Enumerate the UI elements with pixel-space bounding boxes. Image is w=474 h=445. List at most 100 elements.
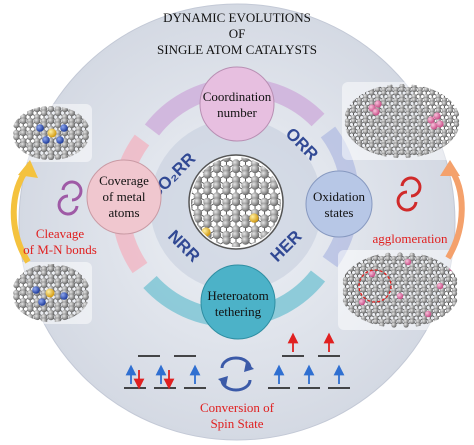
lattice-atom: [409, 266, 415, 272]
lattice-atom: [75, 117, 82, 125]
lattice-atom: [397, 255, 403, 262]
node-coordination: Coordination number: [199, 66, 275, 142]
lattice-atom: [393, 111, 399, 117]
lattice-atom: [241, 219, 250, 229]
spin-line2: Spin State: [210, 416, 263, 431]
lattice-atom: [68, 269, 75, 277]
lattice-atom: [453, 121, 460, 128]
lattice-atom: [411, 107, 417, 114]
lattice-atom: [27, 293, 34, 301]
lattice-atom: [54, 109, 62, 117]
lattice-atom: [427, 259, 433, 265]
agglomeration-text: agglomeration: [372, 231, 448, 246]
lattice-atom: [350, 118, 357, 124]
left-bottom-molecule: [10, 262, 92, 324]
coverage-line2: of metal: [103, 189, 146, 204]
node-heteroatom: Heteroatom tethering: [200, 264, 276, 340]
lattice-atom: [27, 133, 34, 141]
lattice-atom: [241, 236, 250, 245]
lattice-atom: [374, 100, 382, 108]
lattice-atom: [441, 111, 448, 117]
lattice-atom: [447, 128, 454, 135]
left-cycle-icon: [57, 180, 83, 216]
lattice-atom: [348, 276, 355, 283]
lattice-atom: [260, 186, 269, 196]
lattice-atom: [367, 290, 373, 297]
lattice-atom: [379, 280, 385, 286]
lattice-atom: [20, 277, 27, 285]
lattice-atom: [399, 118, 405, 124]
lattice-atom: [20, 301, 27, 309]
lattice-atom: [68, 109, 75, 117]
lattice-atom: [269, 197, 279, 207]
lattice-atom: [435, 128, 441, 135]
lattice-atom: [60, 292, 68, 300]
lattice-atom: [222, 219, 231, 229]
oxidation-circle: [305, 170, 373, 238]
lattice-atom: [417, 121, 423, 128]
right-orange-arrow-head: [440, 160, 460, 176]
lattice-atom: [241, 203, 250, 212]
lattice-atom: [38, 298, 46, 306]
lattice-atom: [82, 133, 89, 141]
lattice-atom: [439, 269, 446, 276]
node-coverage: Coverage of metal atoms: [86, 159, 162, 235]
lattice-atom: [82, 293, 89, 301]
lattice-atom: [415, 259, 421, 265]
lattice-atom: [56, 136, 64, 144]
title-block: DYNAMIC EVOLUTIONS OF SINGLE ATOM CATALY…: [157, 10, 317, 57]
lattice-atom: [54, 293, 62, 301]
lattice-atom: [451, 290, 458, 297]
cleavage-line1: Cleavage: [36, 226, 85, 241]
lattice-atom: [60, 124, 68, 132]
lattice-atom: [61, 277, 69, 285]
lattice-atom: [361, 308, 367, 314]
lattice-atom: [222, 186, 231, 196]
lattice-atom: [260, 219, 269, 229]
lattice-atom: [250, 197, 260, 207]
lattice-atom: [415, 311, 421, 318]
heteroatom-circle: [200, 264, 276, 340]
lattice-atom: [33, 265, 41, 273]
lattice-atom: [441, 132, 448, 138]
lattice-atom: [391, 269, 397, 276]
lattice-atom: [361, 266, 367, 272]
lattice-atom: [367, 280, 373, 286]
lattice-atom: [369, 90, 375, 96]
lattice-atom: [409, 287, 415, 293]
lattice-atom: [356, 132, 363, 138]
lattice-atom: [399, 86, 405, 93]
lattice-atom: [399, 128, 405, 135]
lattice-atom: [27, 109, 34, 117]
lattice-atom: [241, 170, 250, 179]
lattice-atom: [367, 259, 373, 265]
lattice-atom: [20, 289, 27, 297]
lattice-atom: [387, 128, 393, 135]
lattice-atom: [33, 313, 41, 321]
lattice-atom: [381, 90, 387, 96]
lattice-atom: [13, 121, 20, 129]
lattice-atom: [75, 277, 82, 285]
lattice-atom: [427, 280, 433, 286]
lattice-atom: [13, 293, 20, 301]
lattice-atom: [381, 142, 387, 149]
lattice-atom: [54, 281, 62, 289]
lattice-atom: [193, 197, 203, 207]
lattice-atom: [379, 311, 385, 318]
lattice-atom: [424, 310, 432, 318]
lattice-atom: [354, 301, 361, 307]
lattice-atom: [250, 181, 260, 190]
lattice-atom: [381, 121, 387, 128]
lattice-atom: [212, 181, 222, 190]
lattice-atom: [47, 301, 55, 309]
lattice-atom: [387, 149, 393, 156]
lattice-atom: [403, 322, 409, 328]
lattice-atom: [68, 293, 75, 301]
lattice-atom: [427, 269, 433, 276]
lattice-atom: [27, 305, 34, 313]
lattice-atom: [445, 276, 452, 283]
lattice-atom: [404, 258, 412, 266]
lattice-atom: [193, 214, 203, 223]
lattice-atom: [405, 121, 411, 128]
lattice-atom: [356, 100, 363, 107]
